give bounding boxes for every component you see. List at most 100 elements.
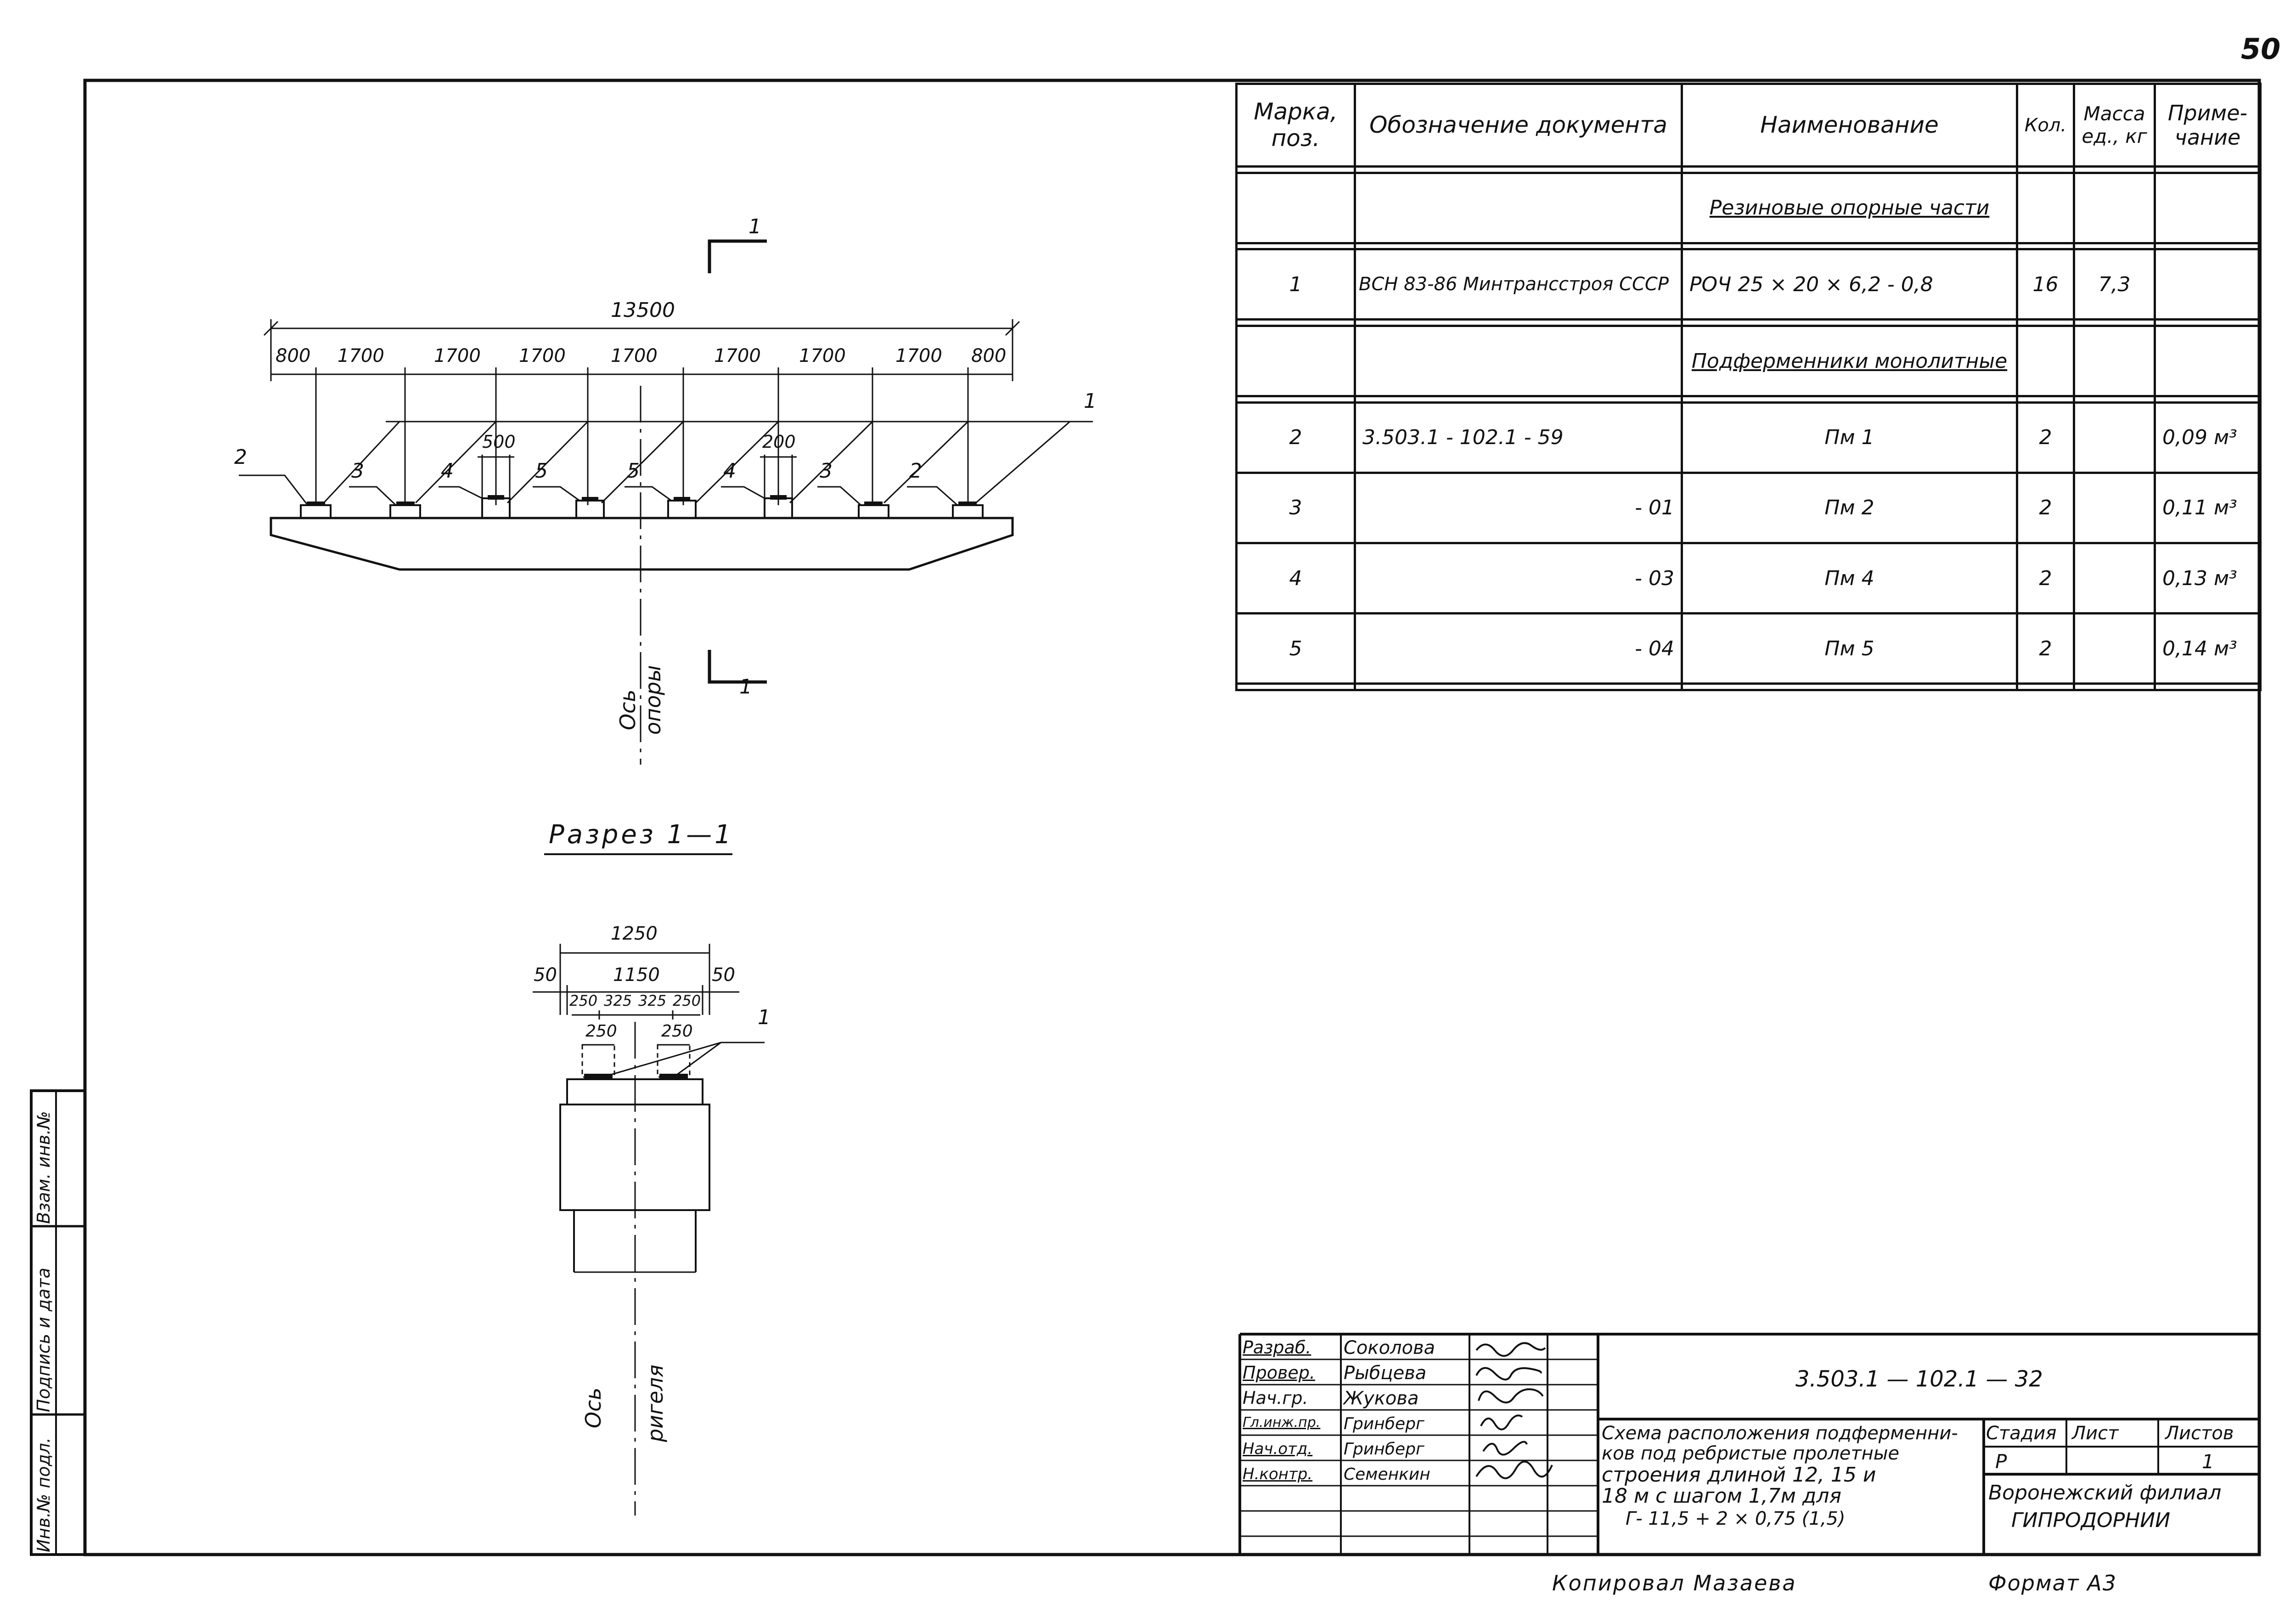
col-header-mass: Масса ед., кг (2073, 83, 2156, 168)
cell-mark: 2 (1235, 401, 1356, 474)
role-group-head: Нач.гр. (1243, 1388, 1308, 1408)
description-line: ков под ребристые пролетные (1602, 1443, 1900, 1464)
cell-mark: 5 (1235, 612, 1356, 685)
pedestal-callout: 3 (351, 459, 364, 483)
cell-mark: 1 (1235, 248, 1356, 321)
plan-view (239, 239, 1093, 765)
cell-name (1681, 395, 2018, 404)
cell-mark (1235, 682, 1356, 691)
role-chief-engineer: Гл.инж.пр. (1243, 1414, 1321, 1431)
cell-qty: 2 (2016, 542, 2075, 615)
table-row: 4 - 03 Пм 4 2 0,13 м³ (1235, 542, 2262, 615)
sheets-value: 1 (2202, 1450, 2214, 1473)
cell-qty (2016, 318, 2075, 327)
col-header-note: Приме- чание (2154, 83, 2262, 168)
cell-note (2154, 248, 2262, 321)
section-bearing-callout: 1 (758, 1006, 771, 1029)
cell-mark (1235, 318, 1356, 327)
cell-name (1681, 318, 2018, 327)
cell-note (2154, 395, 2262, 404)
cell-qty (2016, 165, 2075, 174)
cell-document: 3.503.1 - 102.1 - 59 (1354, 401, 1683, 474)
organization-branch: Воронежский филиал (1988, 1481, 2222, 1505)
pedestal-callout: 5 (627, 459, 640, 483)
cell-mark (1235, 242, 1356, 251)
table-row (1235, 165, 2262, 174)
cell-name: Пм 4 (1681, 542, 2018, 615)
section-heading-monolithic-pedestals: Подферменники монолитные (1681, 325, 2018, 398)
name-norm-control: Семенкин (1344, 1465, 1430, 1484)
section-view (533, 853, 765, 1516)
support-axis-label-2: опоры (641, 665, 665, 735)
cell-qty (2016, 395, 2075, 404)
col-header-document: Обозначение документа (1354, 83, 1683, 168)
pedestal-callout: 4 (723, 459, 736, 483)
plan-dim-label: 1700 (611, 345, 658, 366)
table-row (1235, 682, 2262, 691)
cell-mass (2073, 612, 2156, 685)
section-sub-dim: 250 (673, 992, 701, 1009)
signatures (1475, 1342, 1553, 1479)
cell-document (1354, 325, 1683, 398)
section-mark-bottom: 1 (739, 675, 752, 699)
table-row: Резиновые опорные части (1235, 171, 2262, 244)
section-dim-inner: 1150 (613, 964, 660, 986)
cell-note (2154, 318, 2262, 327)
cell-mass (2073, 542, 2156, 615)
plan-dim-label: 1700 (799, 345, 846, 366)
specification-table: Марка, поз. Обозначение документа Наимен… (1235, 83, 2262, 691)
table-row: 5 - 04 Пм 5 2 0,14 м³ (1235, 612, 2262, 685)
cell-note: 0,09 м³ (2154, 401, 2262, 474)
cell-name: Пм 1 (1681, 401, 2018, 474)
cell-document (1354, 682, 1683, 691)
section-pad-dim: 250 (585, 1022, 617, 1041)
section-title: Разрез 1—1 (549, 820, 734, 850)
cell-qty: 2 (2016, 612, 2075, 685)
description-line: Схема расположения подферменни- (1602, 1423, 1958, 1444)
cell-mark (1235, 171, 1356, 244)
drawing-frame (83, 79, 2261, 1556)
name-developer: Соколова (1344, 1337, 1435, 1358)
cell-name: Пм 5 (1681, 612, 2018, 685)
cell-mark (1235, 395, 1356, 404)
pedestal-callout: 2 (909, 459, 922, 483)
sheet-label: Лист (2072, 1423, 2119, 1444)
name-group-head: Жукова (1344, 1388, 1419, 1409)
document-code: 3.503.1 — 102.1 — 32 (1795, 1366, 2043, 1392)
description-line: 18 м с шагом 1,7м для (1602, 1484, 1841, 1508)
cell-document (1354, 242, 1683, 251)
cell-note: 0,11 м³ (2154, 471, 2262, 545)
stage-label: Стадия (1986, 1423, 2057, 1444)
cell-name (1681, 242, 2018, 251)
role-department-head: Нач.отд. (1243, 1440, 1313, 1458)
cell-mass: 7,3 (2073, 248, 2156, 321)
cell-mass (2073, 242, 2156, 251)
pedestal-callout: 2 (234, 445, 247, 469)
organization-name: ГИПРОДОРНИИ (2011, 1509, 2171, 1532)
section-dim-left: 50 (534, 964, 557, 986)
section-heading-rubber-bearings: Резиновые опорные части (1681, 171, 2018, 244)
stamp-inv-original: Инв.№ подл. (34, 1437, 54, 1552)
cell-note (2154, 165, 2262, 174)
cell-mark: 3 (1235, 471, 1356, 545)
table-row: 2 3.503.1 - 102.1 - 59 Пм 1 2 0,09 м³ (1235, 401, 2262, 474)
description-line: Г- 11,5 + 2 × 0,75 (1,5) (1626, 1508, 1846, 1529)
section-sub-dim: 325 (638, 992, 667, 1009)
col-header-mark: Марка, поз. (1235, 83, 1356, 168)
cell-mass (2073, 401, 2156, 474)
name-department-head: Гринберг (1344, 1440, 1424, 1459)
cell-mark: 4 (1235, 542, 1356, 615)
cell-note: 0,14 м³ (2154, 612, 2262, 685)
plan-total-dimension: 13500 (611, 299, 675, 322)
cell-note (2154, 325, 2262, 398)
table-row (1235, 395, 2262, 404)
crossbeam-axis-label-2: ригеля (643, 1364, 668, 1442)
cell-note (2154, 242, 2262, 251)
table-row: Подферменники монолитные (1235, 325, 2262, 398)
bearing-callout: 1 (1084, 389, 1097, 413)
section-mark-top: 1 (748, 215, 761, 238)
stamp-replaced-inv: Взам. инв.№ (34, 1111, 54, 1224)
table-header-row: Марка, поз. Обозначение документа Наимен… (1235, 83, 2262, 168)
stamp-signature-date: Подпись и дата (34, 1268, 54, 1412)
